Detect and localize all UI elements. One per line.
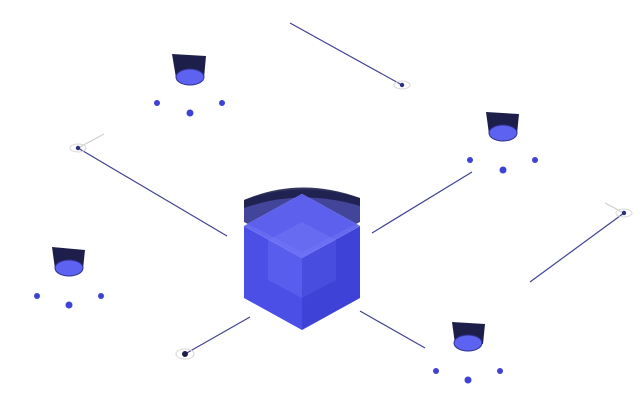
connection-line <box>289 22 403 86</box>
connection-line <box>77 147 228 237</box>
cube-icon[interactable] <box>243 187 361 330</box>
connection-line <box>604 202 625 214</box>
cup-node-icon[interactable] <box>34 247 104 309</box>
connection-line <box>359 310 426 349</box>
connection-line <box>529 212 625 283</box>
cup-node-icon[interactable] <box>467 112 538 174</box>
endpoints <box>69 80 633 360</box>
endpoint-dot[interactable] <box>69 143 87 153</box>
cup-node-icon[interactable] <box>433 322 503 384</box>
cup-node-icon[interactable] <box>154 54 225 117</box>
endpoint-dot[interactable] <box>393 80 411 90</box>
endpoint-dot[interactable] <box>175 348 195 360</box>
endpoint-dot[interactable] <box>615 208 633 218</box>
connection-line <box>184 316 251 355</box>
connection-line <box>371 171 473 234</box>
connection-line <box>77 133 105 149</box>
connection-lines <box>77 22 625 355</box>
